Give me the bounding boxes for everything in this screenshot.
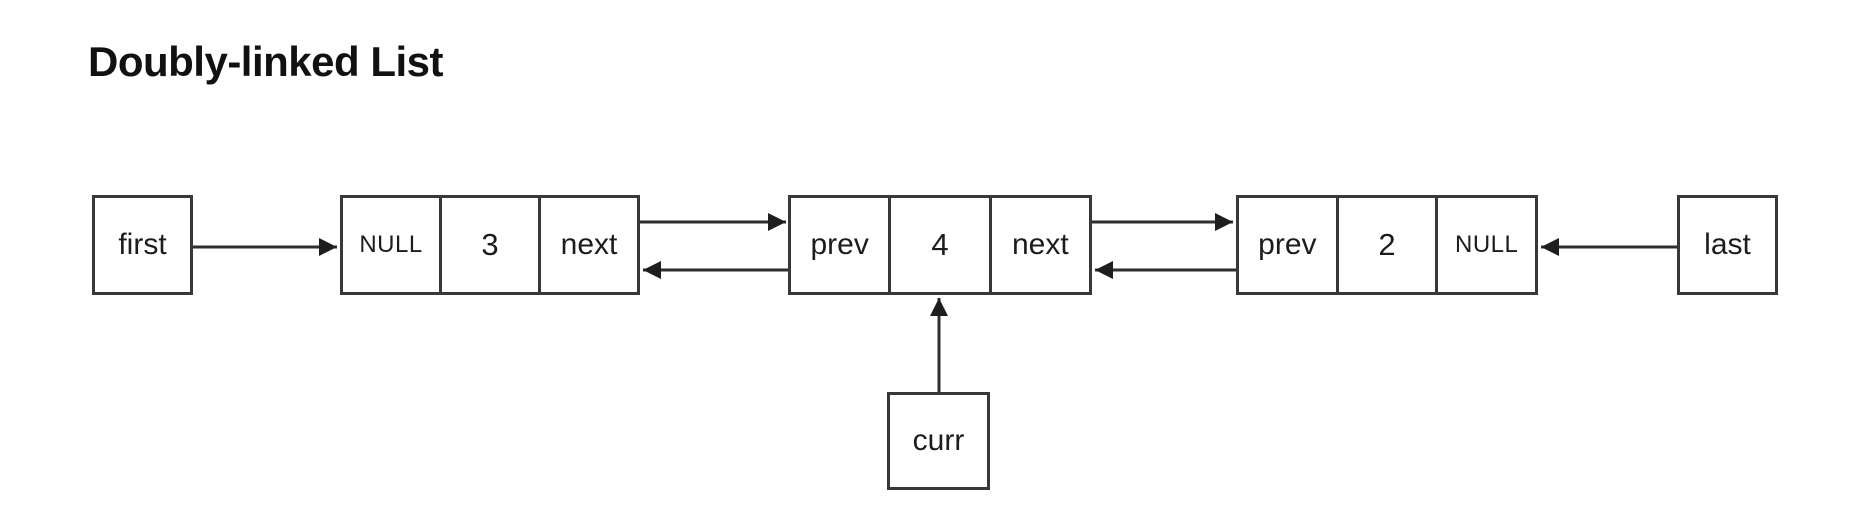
node2-value-label: 4	[931, 227, 949, 262]
node3-next-label: NULL	[1455, 231, 1519, 258]
node1-value-label: 3	[481, 227, 499, 262]
list-node-1: NULL 3 next	[340, 195, 640, 295]
node3-value-cell: 2	[1335, 198, 1436, 292]
node3-prev-cell: prev	[1239, 198, 1336, 292]
pointer-box-first: first	[92, 195, 193, 295]
pointer-box-last: last	[1677, 195, 1778, 295]
node3-prev-label: prev	[1258, 228, 1317, 261]
node2-prev-cell: prev	[791, 198, 888, 292]
node1-prev-cell: NULL	[343, 198, 439, 292]
pointer-label-last: last	[1704, 228, 1751, 261]
pointer-label-curr: curr	[912, 424, 965, 457]
list-node-2: prev 4 next	[788, 195, 1092, 295]
node1-value-cell: 3	[439, 198, 538, 292]
diagram-title: Doubly-linked List	[88, 38, 444, 85]
list-node-3: prev 2 NULL	[1236, 195, 1538, 295]
node1-next-label: next	[560, 228, 618, 261]
node2-next-cell: next	[988, 198, 1089, 292]
node3-next-cell: NULL	[1435, 198, 1535, 292]
node2-prev-label: prev	[810, 228, 869, 261]
node2-value-cell: 4	[888, 198, 988, 292]
node1-prev-label: NULL	[359, 231, 423, 258]
node1-next-cell: next	[538, 198, 637, 292]
node3-value-label: 2	[1378, 227, 1396, 262]
pointer-label-first: first	[118, 228, 167, 261]
pointer-box-curr: curr	[887, 392, 990, 490]
node2-next-label: next	[1011, 228, 1069, 261]
